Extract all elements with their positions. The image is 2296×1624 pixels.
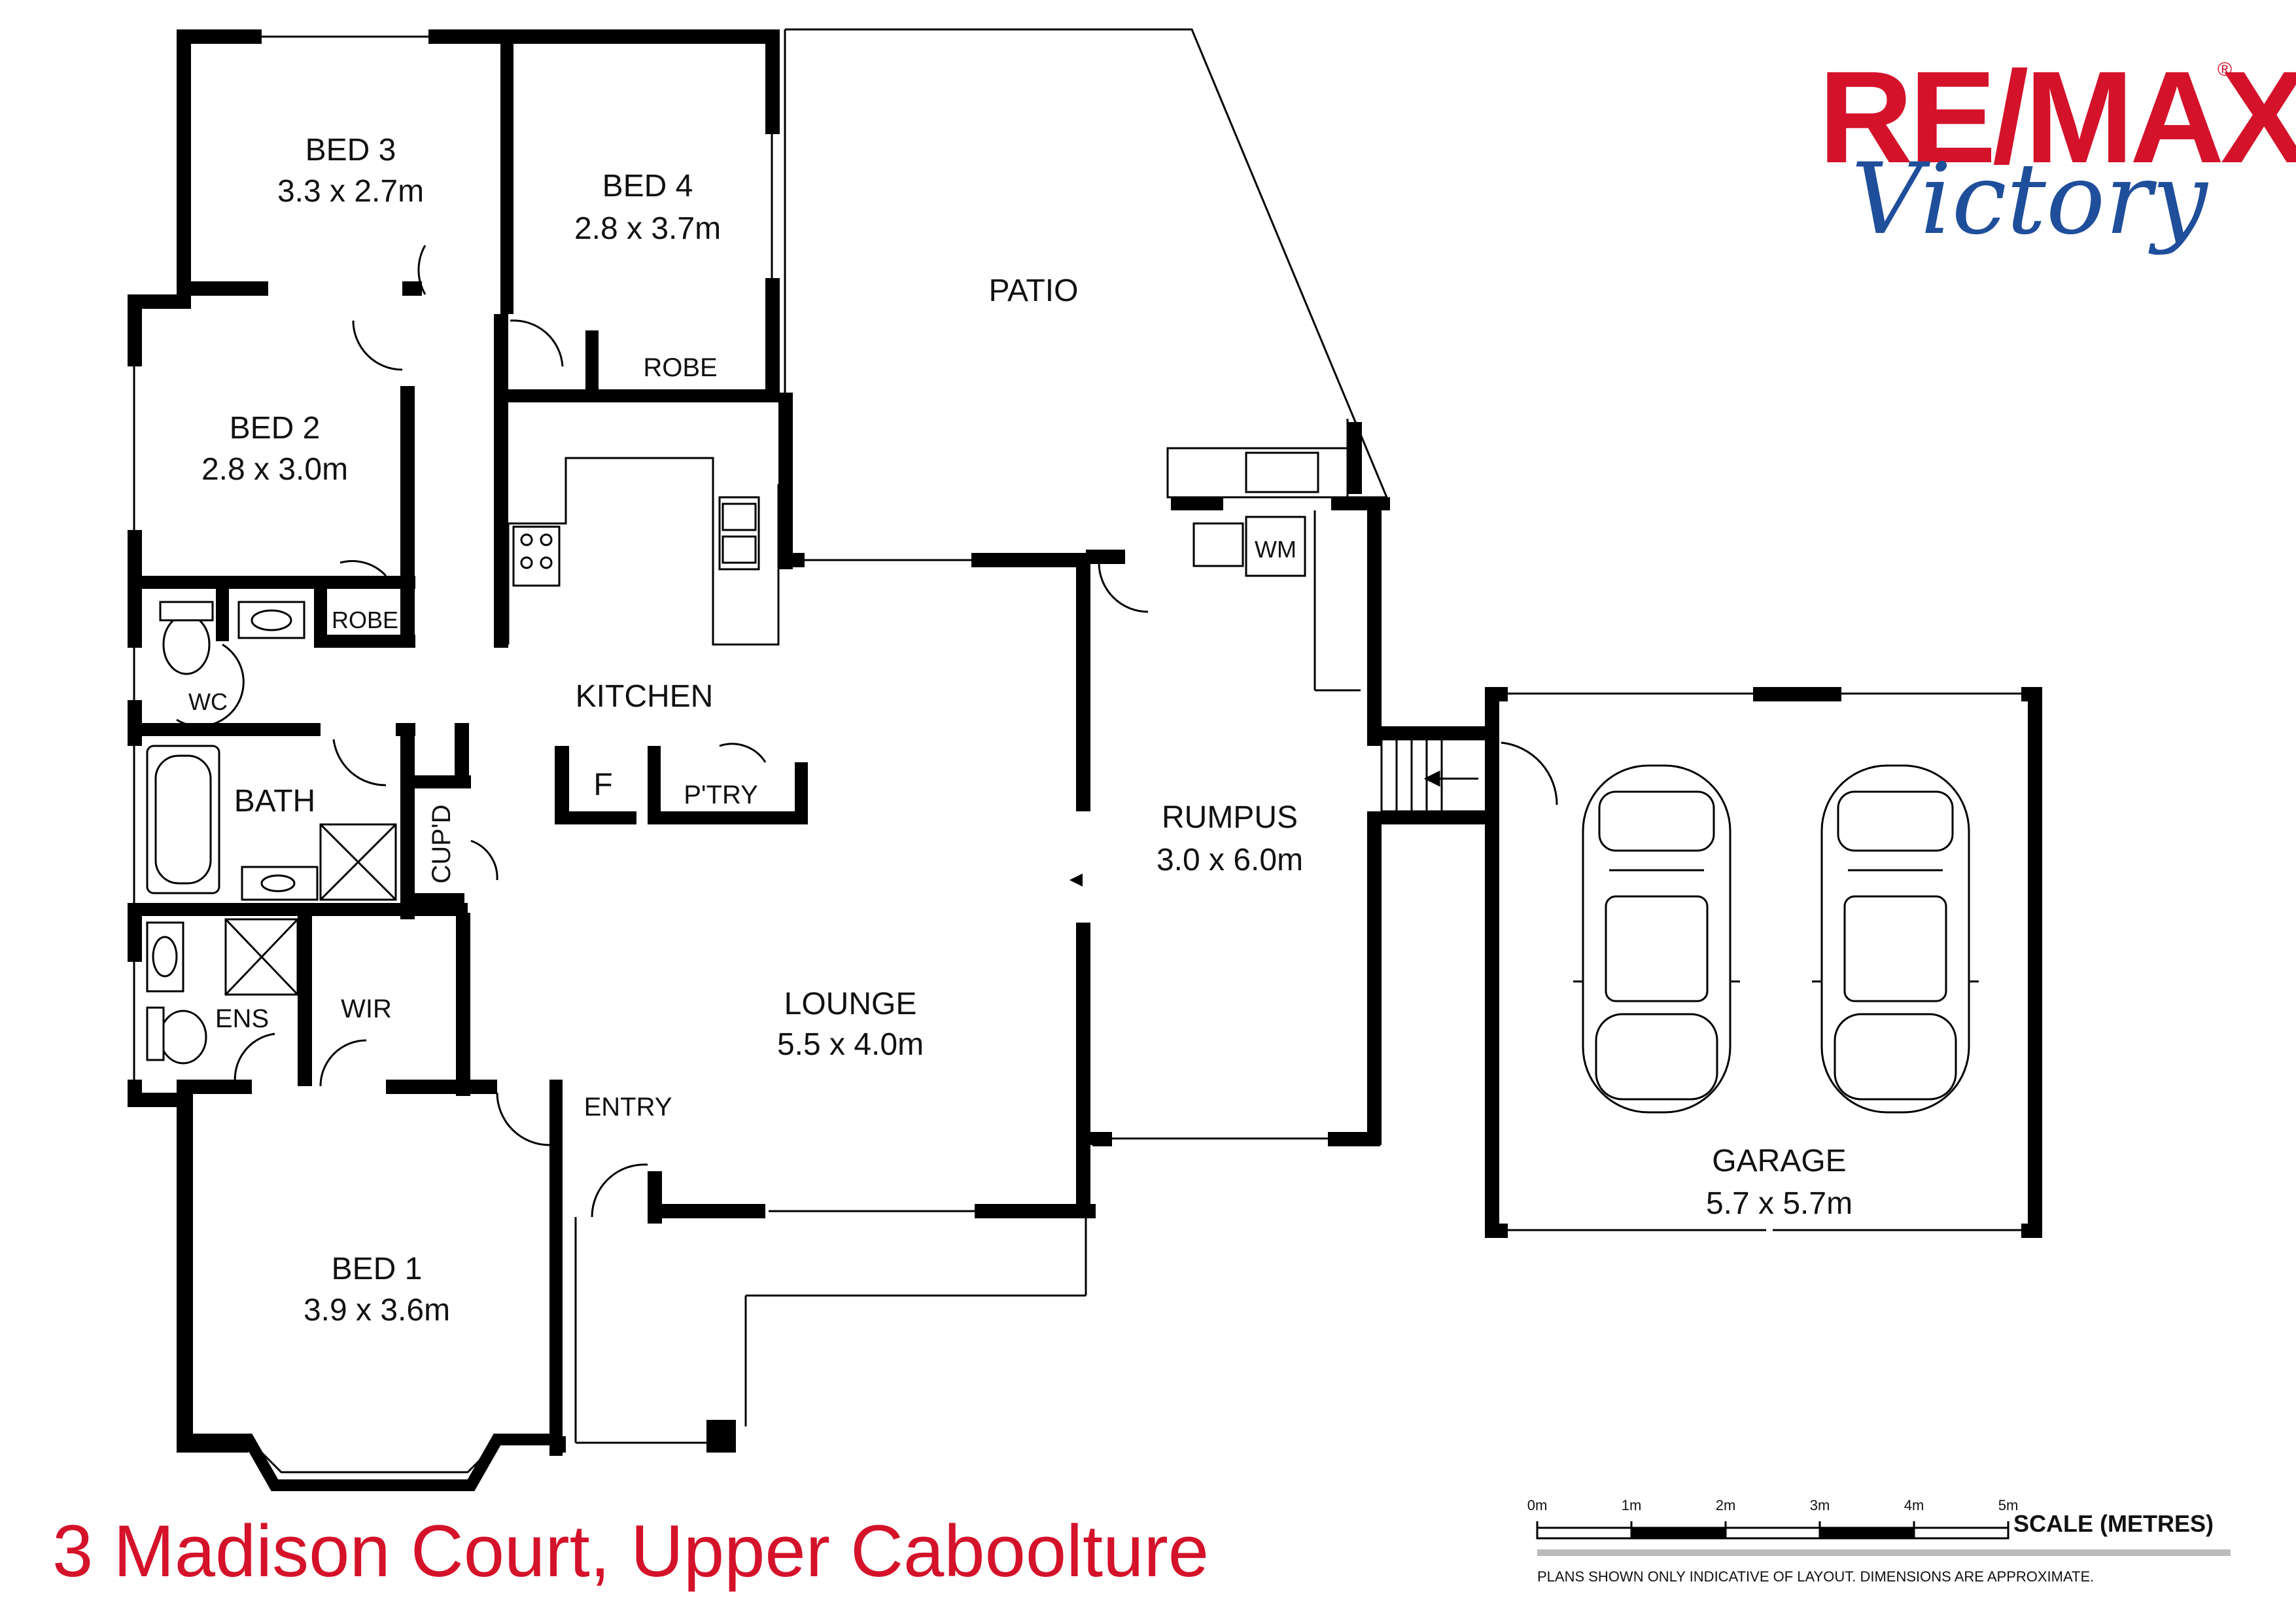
toilet-icon	[162, 614, 211, 675]
cupd-name: CUP'D	[427, 805, 456, 884]
scale-tick-label: 4m	[1904, 1497, 1924, 1513]
entry-name: ENTRY	[584, 1093, 672, 1121]
pantry-name: P'TRY	[684, 781, 758, 809]
brand-logo-victory: Victory	[1851, 143, 2208, 256]
laundry-sink-icon	[1245, 451, 1319, 493]
bed1-size: 3.9 x 3.6m	[304, 1293, 450, 1328]
scale-tick-label: 2m	[1715, 1497, 1736, 1513]
garage-name: GARAGE	[1712, 1144, 1846, 1178]
wc-name: WC	[188, 688, 228, 715]
registered-mark: ®	[2218, 59, 2233, 80]
bed4-name: BED 4	[602, 169, 693, 203]
arrow-icon	[1070, 874, 1083, 887]
scale-tick-label: 3m	[1809, 1497, 1830, 1513]
car-icon	[1812, 764, 1979, 1114]
lounge-size: 5.5 x 4.0m	[777, 1027, 924, 1062]
kitchen-counters	[507, 457, 780, 646]
bed2-name: BED 2	[230, 411, 321, 446]
cooktop-icon	[512, 525, 561, 587]
rumpus-size: 3.0 x 6.0m	[1157, 843, 1303, 877]
bed4-size: 2.8 x 3.7m	[574, 211, 721, 246]
wir-name: WIR	[341, 995, 392, 1023]
wm-name: WM	[1255, 536, 1296, 563]
lounge-name: LOUNGE	[784, 987, 917, 1021]
scale-bar	[1536, 1521, 2231, 1556]
robe-top-name: ROBE	[643, 353, 717, 382]
stairs	[1380, 738, 1487, 813]
door-swings	[176, 245, 1558, 1218]
scale-title: SCALE (METRES)	[2013, 1510, 2214, 1537]
bed3-size: 3.3 x 2.7m	[277, 174, 424, 209]
property-address: 3 Madison Court, Upper Caboolture	[52, 1510, 1209, 1592]
windows	[133, 35, 2021, 1444]
scale-tick-label: 5m	[1998, 1497, 2019, 1513]
bed3-name: BED 3	[305, 133, 396, 168]
laundry	[1166, 447, 1349, 577]
ens-name: ENS	[215, 1004, 269, 1033]
car-icon	[1573, 764, 1740, 1114]
patio-name: PATIO	[989, 274, 1079, 308]
bath-name: BATH	[234, 784, 315, 819]
walls	[128, 29, 2042, 1456]
bathroom-fixtures	[146, 601, 397, 1065]
bay-window	[183, 1434, 563, 1491]
scale-tick-label: 1m	[1621, 1497, 1642, 1513]
brand-logo-remax: RE/MAX	[1818, 44, 2296, 190]
bed1-name: BED 1	[332, 1252, 423, 1286]
toilet-icon	[159, 1010, 207, 1065]
scale-tick-label: 0m	[1527, 1497, 1548, 1513]
fridge-name: F	[593, 768, 612, 802]
kitchen-name: KITCHEN	[576, 679, 714, 714]
robe-bed2-name: ROBE	[332, 607, 398, 633]
rumpus-name: RUMPUS	[1162, 800, 1298, 835]
sink-icon	[718, 496, 760, 571]
bed2-size: 2.8 x 3.0m	[201, 452, 348, 487]
disclaimer: PLANS SHOWN ONLY INDICATIVE OF LAYOUT. D…	[1537, 1568, 2095, 1585]
garage-size: 5.7 x 5.7m	[1706, 1186, 1852, 1221]
patio-outline	[785, 28, 1389, 499]
